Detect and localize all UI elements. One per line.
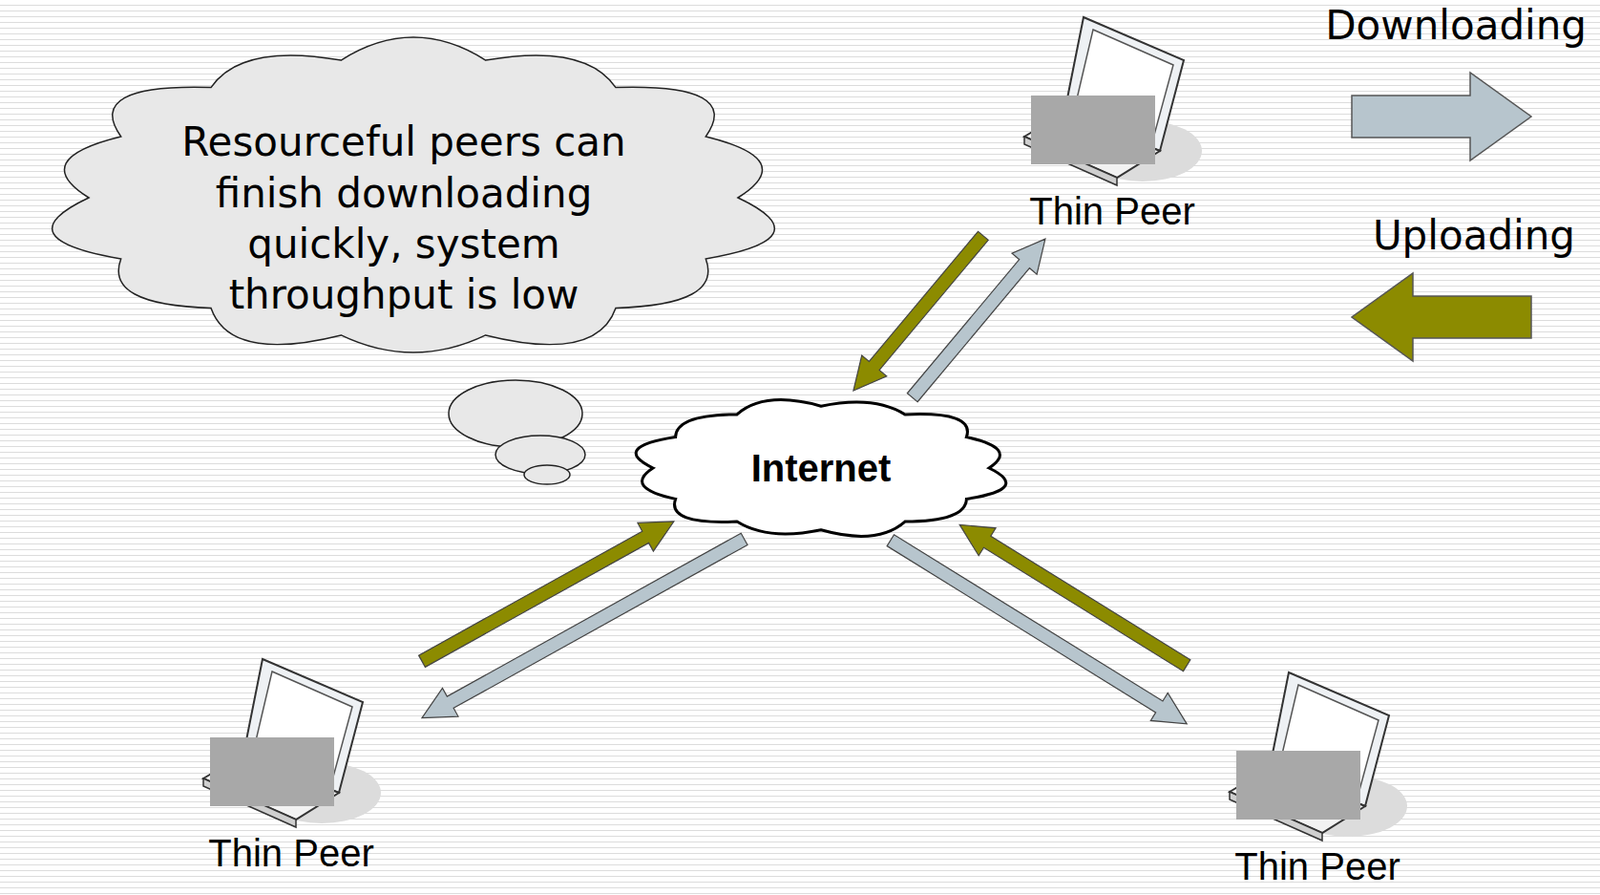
thought-cloud: Resourceful peers can finish downloading… bbox=[7, 1, 820, 394]
laptop-icon bbox=[195, 649, 387, 831]
legend-arrow-shape bbox=[1351, 273, 1532, 361]
peer-label: Thin Peer bbox=[988, 189, 1237, 233]
redacted-box bbox=[1236, 750, 1361, 820]
legend-arrow bbox=[1350, 271, 1535, 365]
redacted-box bbox=[210, 736, 335, 806]
cloud-shape bbox=[52, 37, 776, 353]
peer-laptop: Thin Peer bbox=[988, 7, 1237, 233]
legend-label: Uploading bbox=[1372, 211, 1576, 259]
cloud-label: Internet bbox=[751, 446, 892, 490]
internet-cloud: Internet bbox=[610, 381, 1032, 554]
transfer-arrow bbox=[853, 231, 989, 391]
thought-text: Resourceful peers can finish downloading… bbox=[136, 116, 672, 320]
transfer-arrow bbox=[421, 532, 748, 717]
legend-arrow-shape bbox=[1351, 72, 1532, 161]
thought-bubble bbox=[524, 464, 570, 485]
laptop-icon bbox=[1221, 662, 1413, 844]
cloud-shape bbox=[635, 400, 1007, 537]
laptop-icon bbox=[1016, 7, 1208, 190]
redacted-box bbox=[1031, 95, 1156, 165]
thought-bubble bbox=[448, 379, 583, 447]
legend-arrow bbox=[1350, 70, 1535, 165]
peer-laptop: Thin Peer bbox=[167, 649, 416, 875]
peer-label: Thin Peer bbox=[1193, 843, 1442, 888]
peer-laptop: Thin Peer bbox=[1193, 662, 1442, 888]
transfer-arrow bbox=[886, 534, 1187, 724]
transfer-arrow bbox=[906, 238, 1046, 402]
legend-label: Downloading bbox=[1325, 1, 1587, 49]
peer-label: Thin Peer bbox=[167, 830, 416, 875]
